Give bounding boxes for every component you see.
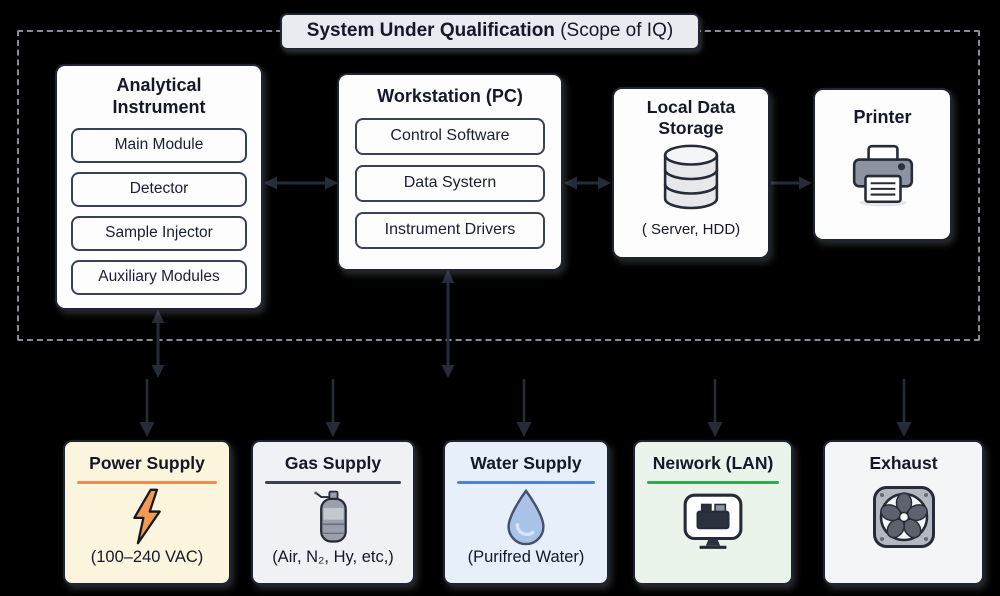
gas-supply-box: Gas Supply (Air, N₂, Hy, etc,)	[251, 440, 415, 585]
water-supply-divider	[457, 481, 595, 484]
module-instrument-drivers: Instrument Drivers	[355, 211, 545, 249]
printer-box: Printer	[813, 88, 952, 241]
printer-title: Printer	[853, 107, 912, 127]
gas-supply-divider	[265, 481, 401, 484]
workstation-box: Workstation (PC) Control Software Data S…	[337, 73, 563, 271]
arrow-to-power-supply	[139, 379, 155, 437]
local-data-storage-subtitle: ( Server, HDD)	[641, 220, 741, 238]
workstation-title: Workstation (PC)	[377, 86, 523, 106]
module-detector: Detector	[71, 171, 247, 207]
gas-cylinder-icon	[253, 486, 413, 548]
database-icon	[614, 140, 768, 218]
analytical-instrument-title: Analytical Instrument	[112, 75, 206, 117]
module-auxiliary-modules: Auxiliary Modules	[71, 259, 247, 295]
arrow-to-network-lan	[707, 379, 723, 437]
exhaust-fan-icon	[825, 478, 982, 556]
gas-supply-title: Gas Supply	[284, 453, 382, 473]
exhaust-title: Exhaust	[869, 453, 938, 473]
power-supply-subtitle: (100–240 VAC)	[90, 548, 204, 566]
gas-supply-subtitle: (Air, N₂, Hy, etc,)	[272, 548, 394, 566]
module-control-software: Control Software	[355, 117, 545, 155]
power-supply-divider	[77, 481, 217, 484]
arrow-to-water-supply	[516, 379, 532, 437]
module-data-system: Data Systern	[355, 164, 545, 202]
local-data-storage-box: Local Data Storage ( Server, HDD)	[612, 87, 770, 259]
scope-title-bold: System Under Qualification	[306, 20, 555, 41]
scope-title: System Under Qualification (Scope of IQ)	[280, 13, 700, 50]
network-lan-divider	[647, 481, 779, 484]
analytical-instrument-box: Analytical Instrument Main Module Detect…	[55, 64, 263, 310]
arrow-to-gas-supply	[325, 379, 341, 437]
network-icon	[635, 486, 791, 558]
printer-icon	[815, 129, 950, 221]
water-supply-title: Water Supply	[470, 453, 582, 473]
module-sample-injector: Sample Injector	[71, 215, 247, 251]
water-supply-subtitle: (Purifred Water)	[467, 548, 585, 566]
scope-title-normal: (Scope of IQ)	[554, 20, 674, 41]
local-data-storage-title: Local Data Storage	[646, 97, 736, 139]
power-supply-box: Power Supply (100–240 VAC)	[63, 440, 231, 585]
exhaust-box: Exhaust	[823, 440, 984, 585]
water-drop-icon	[445, 486, 607, 548]
module-main-module: Main Module	[71, 127, 247, 163]
network-lan-title: Neıwork (LAN)	[652, 453, 774, 473]
lightning-icon	[65, 486, 229, 548]
arrow-to-exhaust	[896, 379, 912, 437]
power-supply-title: Power Supply	[89, 453, 205, 473]
water-supply-box: Water Supply (Purifred Water)	[443, 440, 609, 585]
network-lan-box: Neıwork (LAN)	[633, 440, 793, 585]
